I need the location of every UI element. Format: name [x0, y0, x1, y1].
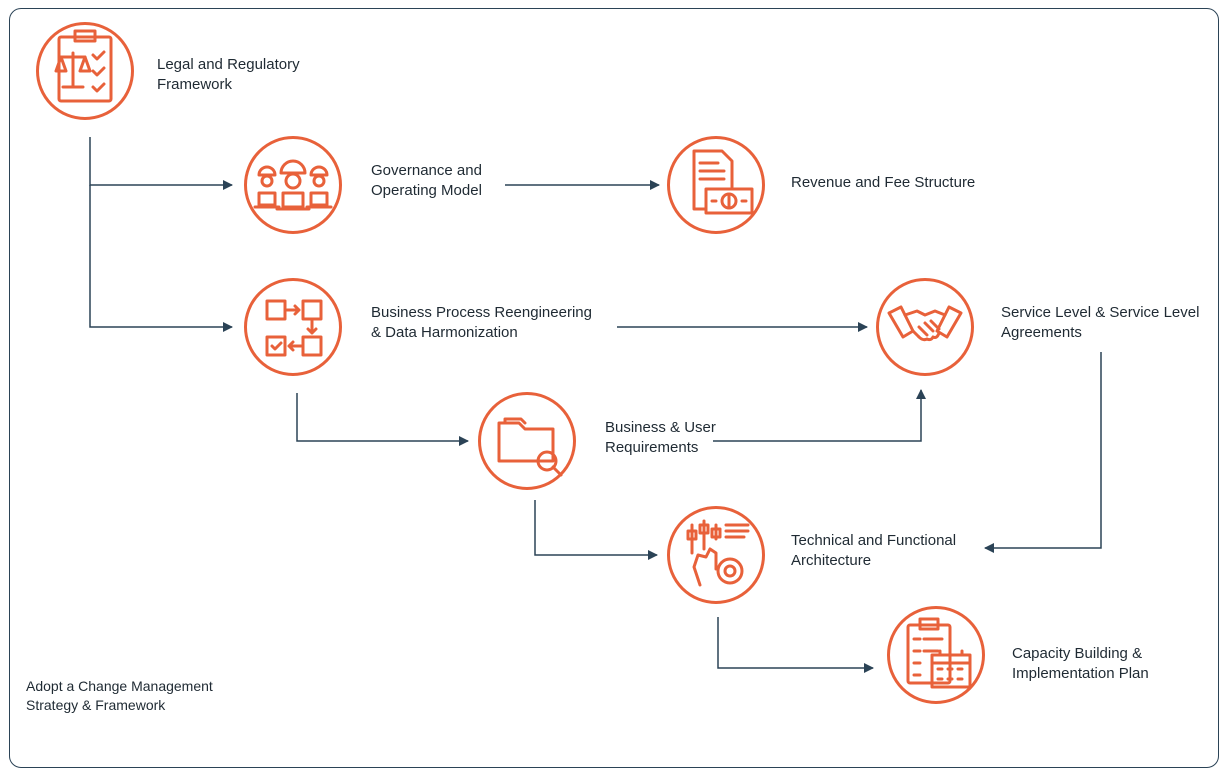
- connector-legal-governance: [89, 137, 233, 190]
- handshake-icon: [887, 305, 963, 342]
- sla-node: [876, 278, 974, 376]
- bpr-label: Business Process Reengineering& Data Har…: [371, 304, 592, 341]
- connector-lines: [89, 137, 1102, 673]
- connector-requirements-sla: [713, 389, 926, 442]
- connector-legal-bpr: [89, 185, 233, 332]
- connector-bpr-requirements: [296, 393, 469, 446]
- connector-requirements-architecture: [534, 500, 658, 560]
- requirements-node: [478, 392, 576, 490]
- invoice-dollar-icon: [692, 149, 754, 215]
- governance-node: [244, 136, 342, 234]
- workers-laptops-icon: [253, 159, 333, 211]
- legal-framework-node: [36, 22, 134, 120]
- connector-architecture-capacity: [717, 617, 874, 673]
- capacity-label: Capacity Building &Implementation Plan: [1012, 645, 1149, 682]
- capacity-node: [887, 606, 985, 704]
- bpr-node: [244, 278, 342, 376]
- folder-search-icon: [497, 417, 563, 477]
- process-flow-icon: [265, 299, 323, 357]
- revenue-label: Revenue and Fee Structure: [791, 174, 976, 191]
- revenue-node: [667, 136, 765, 234]
- connector-sla-architecture: [984, 352, 1102, 553]
- clipboard-calendar-icon: [906, 617, 972, 689]
- hand-gear-icon: [686, 519, 750, 587]
- architecture-node: [667, 506, 765, 604]
- scales-checklist-icon: [54, 29, 113, 103]
